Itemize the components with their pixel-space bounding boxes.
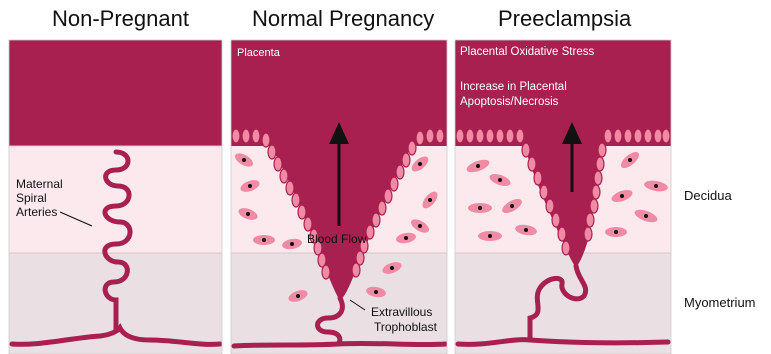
placenta-band bbox=[9, 40, 222, 146]
svg-text:Apoptosis/Necrosis: Apoptosis/Necrosis bbox=[460, 96, 559, 108]
svg-text:Trophoblast: Trophoblast bbox=[374, 320, 438, 334]
panel-non-pregnant: Maternal Spiral Arteries bbox=[9, 40, 222, 354]
panel-normal-pregnancy: Placenta Blood Flow Extravillous Trophob… bbox=[231, 40, 447, 354]
svg-text:Spiral: Spiral bbox=[16, 191, 47, 205]
svg-text:Extravillous: Extravillous bbox=[371, 305, 432, 319]
svg-text:Arteries: Arteries bbox=[16, 205, 57, 219]
blood-flow-label: Blood Flow bbox=[307, 232, 367, 246]
svg-text:Maternal: Maternal bbox=[16, 177, 63, 191]
placenta-label: Placenta bbox=[237, 47, 281, 59]
panel-preeclampsia: Placental Oxidative Stress Increase in P… bbox=[455, 40, 671, 354]
oxidative-stress-label: Placental Oxidative Stress bbox=[460, 46, 594, 58]
svg-text:Increase in Placental: Increase in Placental bbox=[460, 81, 567, 93]
trophoblast-label: Extravillous Trophoblast bbox=[371, 305, 438, 334]
